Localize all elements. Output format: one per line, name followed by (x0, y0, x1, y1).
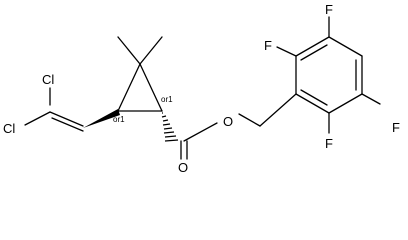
bond-ch2-ring (259, 93, 297, 127)
molecule-diagram: Cl Cl O O F F F F or1 or1 (3, 2, 400, 175)
bond-vinyl-double-b (51, 117, 84, 132)
stereo-label-c1: or1 (161, 95, 173, 104)
bond-ar-inner-1 (300, 44, 328, 61)
bond-f-right (361, 93, 381, 105)
bond-ar-inner-3 (300, 89, 328, 106)
bond-methyl-right (139, 36, 163, 65)
atom-o-ester: O (223, 114, 233, 129)
atom-cl-bottom: Cl (3, 121, 15, 136)
bond-ar-5 (328, 93, 363, 114)
atom-f-bottom: F (325, 136, 333, 151)
atom-f-right: F (392, 120, 400, 135)
bond-ar-2 (295, 36, 330, 57)
hashed-wedge-bond (161, 112, 179, 142)
bond-oester-ch2 (238, 113, 261, 127)
atom-o-carbonyl: O (178, 160, 188, 175)
bond-ar-6 (295, 93, 330, 114)
atom-f-left: F (264, 38, 272, 53)
atom-cl-top: Cl (42, 72, 54, 87)
bond-f-left (276, 46, 297, 57)
bond-vinyl-double-a (49, 111, 84, 127)
structure-canvas: Cl Cl O O F F F F or1 or1 (3, 2, 400, 175)
bond-cl-bottom (24, 111, 51, 126)
bond-ring-c2-c1 (139, 63, 163, 112)
wedge-bond-vinyl (83, 109, 120, 128)
stereo-label-c3: or1 (113, 115, 125, 124)
atom-f-top: F (325, 2, 333, 17)
bond-methyl-left (117, 36, 141, 65)
bond-c-oester (183, 122, 218, 142)
bond-ar-3 (328, 36, 363, 57)
bond-ring-c3-c2 (117, 63, 141, 112)
